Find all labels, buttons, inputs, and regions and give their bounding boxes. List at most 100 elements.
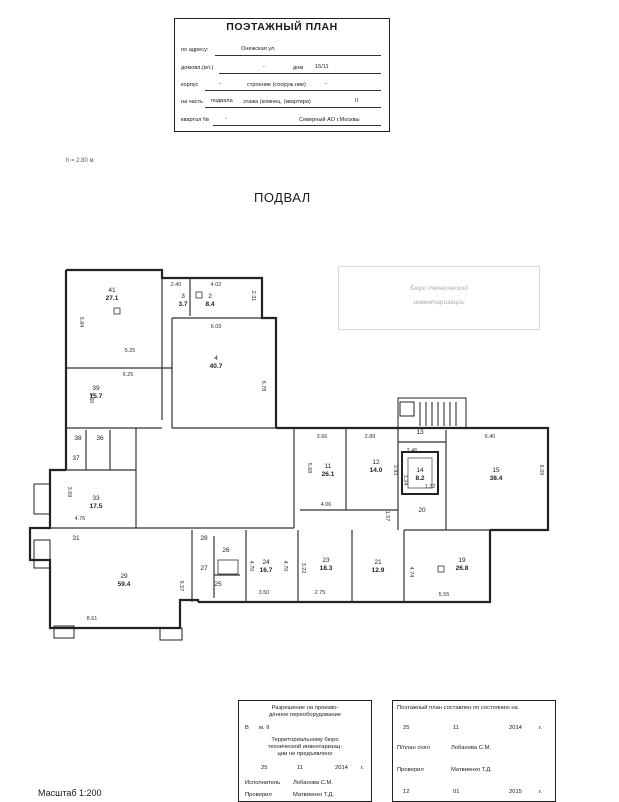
room-number-27: 27 xyxy=(200,565,208,572)
room-number-4: 4 xyxy=(214,355,218,362)
address-rule xyxy=(215,55,381,56)
line3-dash: - xyxy=(219,81,221,87)
plan-title: ПОЭТАЖНЫЙ ПЛАН xyxy=(226,21,338,33)
dimension-label: 4.02 xyxy=(211,282,222,288)
composed-date-month: 11 xyxy=(453,725,460,731)
room-area-33: 17.5 xyxy=(90,503,103,510)
room-number-38: 38 xyxy=(74,435,82,442)
composed-date2-month: 01 xyxy=(453,789,460,795)
line3-building-value: - xyxy=(325,81,327,87)
room-number-21: 21 xyxy=(374,559,382,566)
room-14-box xyxy=(401,451,439,495)
plan-taker-label: П/план снял xyxy=(397,745,430,751)
composed-date2-suffix: г. xyxy=(539,789,543,795)
dimension-label: 3.24 xyxy=(402,475,408,486)
room-number-20: 20 xyxy=(418,507,426,514)
room-area-23: 18.3 xyxy=(320,565,333,572)
room-area-2: 8.4 xyxy=(205,301,214,308)
line5-rule xyxy=(213,125,381,126)
dimension-label: 2.75 xyxy=(315,590,326,596)
approval-line1: Разрешение на произво- xyxy=(271,705,339,711)
composed-line1: Поэтажный план составлен по состоянию на xyxy=(397,705,518,711)
dimension-label: 2.89 xyxy=(365,434,376,440)
room-area-21: 12.9 xyxy=(372,567,385,574)
room-number-26: 26 xyxy=(222,547,230,554)
line4-label: на часть xyxy=(181,99,204,105)
scale-label: Масштаб 1:200 xyxy=(38,788,102,798)
line4-rule xyxy=(205,107,381,108)
plan-taker-value: Лобанова С.М. xyxy=(451,745,491,751)
composed-check-label: Проверил xyxy=(397,767,424,773)
dimension-label: 3.22 xyxy=(300,563,306,574)
composed-check-value: Матвиенко Т.Д. xyxy=(451,767,492,773)
dimension-label: 6.25 xyxy=(123,372,134,378)
executor-label: Исполнитель xyxy=(245,780,281,786)
line4-floor-value: II xyxy=(355,98,359,104)
approval-date-suffix: г. xyxy=(361,765,365,771)
room-number-28: 28 xyxy=(200,535,208,542)
dimension-label: 4.76 xyxy=(75,516,86,522)
stamp-line1: Бюро технической xyxy=(410,285,468,292)
dimension-label: 5.55 xyxy=(439,592,450,598)
room-number-13: 13 xyxy=(416,429,424,436)
dimension-label: 2.46 xyxy=(407,448,418,454)
dimension-label: 6.09 xyxy=(211,324,222,330)
faded-stamp: Бюро технической инвентаризации xyxy=(338,266,540,330)
room-number-11: 11 xyxy=(325,463,332,470)
line3-building-label: строение (сооруж.ние) xyxy=(247,82,306,88)
room-number-2: 2 xyxy=(208,293,212,300)
room-area-24: 16.7 xyxy=(260,567,273,574)
approval-text3: ции не предъявлено xyxy=(277,751,333,757)
room-area-19: 26.8 xyxy=(456,565,469,572)
dimension-label: 1.32 xyxy=(425,484,436,490)
composed-date-suffix: г. xyxy=(539,725,543,731)
approval-date-year: 2014 xyxy=(335,765,348,771)
composed-date-year: 2014 xyxy=(509,725,522,731)
room-area-15: 38.4 xyxy=(490,475,503,482)
dimension-label: 1.57 xyxy=(384,511,390,522)
room-number-23: 23 xyxy=(322,557,330,564)
room-number-24: 24 xyxy=(262,559,270,566)
composed-date2-day: 12 xyxy=(403,789,410,795)
room-number-39: 39 xyxy=(92,385,100,392)
line3-rule xyxy=(205,90,381,91)
executor-value: Лобанова С.М. xyxy=(293,780,333,786)
dimension-label: 2.40 xyxy=(171,282,182,288)
room-number-37: 37 xyxy=(72,455,80,462)
inner-walls xyxy=(50,278,490,602)
fixtures xyxy=(113,291,445,575)
checked-label: Проверил xyxy=(245,792,272,798)
room-number-15: 15 xyxy=(492,467,500,474)
line5-quarter-value: - xyxy=(225,116,227,122)
line3-label: корпус xyxy=(181,82,199,88)
stair-block xyxy=(397,397,467,429)
dimension-label: 3.93 xyxy=(392,465,398,476)
dimension-label: 3.69 xyxy=(66,487,72,498)
room-area-41: 27.1 xyxy=(106,295,119,302)
dimension-label: 8.61 xyxy=(87,616,98,622)
approval-block: Разрешение на произво- дённое переоборуд… xyxy=(238,700,372,802)
line2-label: домовл.(вл.) xyxy=(181,65,214,71)
dimension-label: 3.60 xyxy=(88,393,94,404)
room-number-12: 12 xyxy=(372,459,380,466)
line2-house-value: 15/11 xyxy=(315,64,329,70)
room-area-39: 15.7 xyxy=(90,393,103,400)
room-area-11: 26.1 xyxy=(322,471,335,478)
line2-dash: - xyxy=(263,64,265,70)
dimension-label: 4.06 xyxy=(321,502,332,508)
approval-date-day: 25 xyxy=(261,765,268,771)
room-number-3: 3 xyxy=(181,293,185,300)
dimension-label: 6.09 xyxy=(538,465,544,476)
title-block: ПОЭТАЖНЫЙ ПЛАН по адресу: Онежская ул. д… xyxy=(174,18,390,132)
room-number-25: 25 xyxy=(214,581,222,588)
room-number-29: 29 xyxy=(120,573,128,580)
dimension-label: 6.40 xyxy=(485,434,496,440)
room-area-12: 14.0 xyxy=(370,467,383,474)
line5-district: Северный АО г.Москвы xyxy=(299,117,360,123)
line5-label: квартал № xyxy=(181,117,209,123)
line4-floor-label: этажа (комнец. (квартира) xyxy=(243,99,311,105)
address-label: по адресу: xyxy=(181,47,209,53)
line2-rule xyxy=(219,73,381,74)
dimension-label: 3.50 xyxy=(259,590,270,596)
